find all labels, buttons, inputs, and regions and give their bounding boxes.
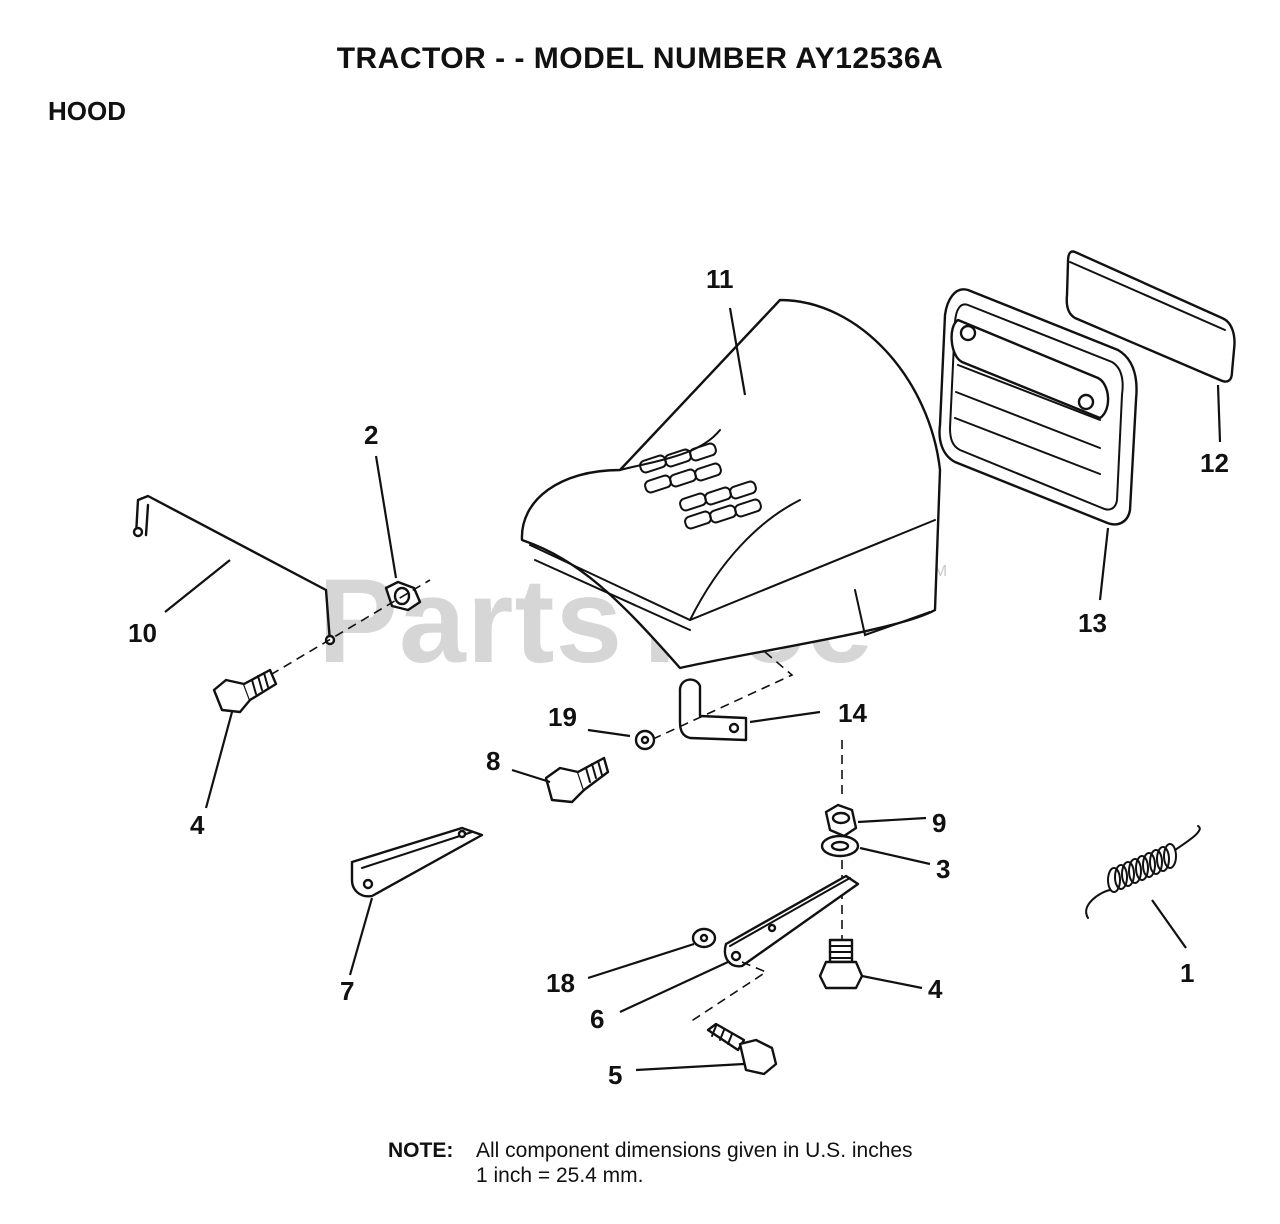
hood-rod-part[interactable] xyxy=(132,494,336,646)
callout-3: 3 xyxy=(936,854,950,884)
hood-part[interactable] xyxy=(520,298,942,670)
note-block: NOTE: All component dimensions given in U… xyxy=(388,1138,913,1188)
lock-washer-part[interactable] xyxy=(634,729,656,751)
bolt-part-8[interactable] xyxy=(544,756,610,804)
bolt-part-upper[interactable] xyxy=(212,668,278,714)
nut-part[interactable] xyxy=(384,580,422,612)
note-label: NOTE: xyxy=(388,1139,454,1162)
callout-4-lower: 4 xyxy=(928,974,943,1004)
arm-part-6[interactable] xyxy=(723,874,860,968)
washer-part-18[interactable] xyxy=(691,927,717,949)
page-title: TRACTOR - - MODEL NUMBER AY12536A xyxy=(336,42,944,75)
callout-6: 6 xyxy=(590,1004,604,1034)
note-text: All component dimensions given in U.S. i… xyxy=(476,1138,913,1188)
callout-19: 19 xyxy=(548,702,577,732)
callout-1: 1 xyxy=(1180,958,1194,988)
callout-13: 13 xyxy=(1078,608,1107,638)
callout-12: 12 xyxy=(1200,448,1229,478)
bracket-part[interactable] xyxy=(678,678,748,742)
arm-part-7[interactable] xyxy=(350,826,484,898)
callout-10: 10 xyxy=(128,618,157,648)
section-label: HOOD xyxy=(48,96,126,126)
nut-part-9[interactable] xyxy=(824,803,858,838)
callout-18: 18 xyxy=(546,968,575,998)
callout-8: 8 xyxy=(486,746,500,776)
grille-part[interactable] xyxy=(938,288,1138,526)
callout-2: 2 xyxy=(364,420,378,450)
note-line-2: 1 inch = 25.4 mm. xyxy=(476,1164,644,1187)
note-line-1: All component dimensions given in U.S. i… xyxy=(476,1139,913,1162)
callout-14: 14 xyxy=(838,698,867,728)
washer-part-3[interactable] xyxy=(820,834,860,858)
callout-5: 5 xyxy=(608,1060,622,1090)
callout-11: 11 xyxy=(706,264,734,294)
emblem-part[interactable] xyxy=(1065,250,1236,383)
callout-9: 9 xyxy=(932,808,946,838)
spring-part[interactable] xyxy=(1085,825,1201,919)
bolt-part-lower[interactable] xyxy=(818,938,864,990)
callout-4-upper: 4 xyxy=(190,810,205,840)
callout-7: 7 xyxy=(340,976,354,1006)
bolt-part-5[interactable] xyxy=(706,1022,778,1076)
